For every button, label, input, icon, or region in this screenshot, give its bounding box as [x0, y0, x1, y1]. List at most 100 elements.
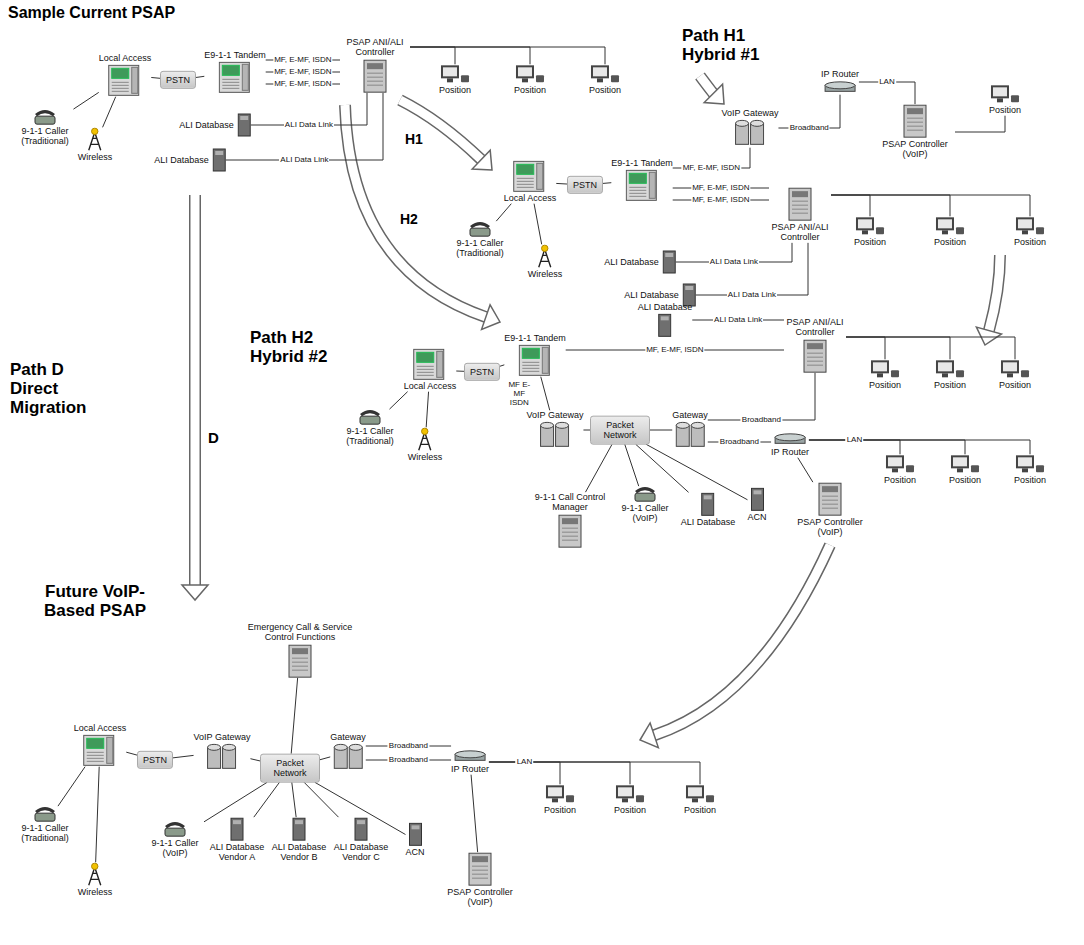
icon-part [562, 539, 578, 540]
icon-part [936, 360, 954, 373]
pos-icon [1015, 454, 1045, 474]
icon-part [522, 349, 539, 359]
line-label: Broadband [719, 437, 760, 446]
arrow-head [704, 84, 724, 104]
controller-node: PSAP Controller (VoIP) [875, 104, 955, 160]
telephone-node: 9-1-1 Caller (Traditional) [14, 806, 76, 844]
link-line [73, 92, 98, 109]
ph-icon [468, 221, 492, 237]
icon-part [223, 745, 236, 751]
icon-part [877, 373, 883, 377]
line-label: MF, E-MF, ISDN [691, 195, 750, 204]
icon-part [907, 118, 923, 119]
link-line [831, 195, 1030, 216]
node-label: IP Router [821, 69, 859, 79]
icon-part [411, 825, 419, 829]
link-line [603, 182, 611, 184]
wireless-tower-node: Wireless [78, 862, 113, 897]
icon-part [1007, 373, 1013, 377]
icon-part [334, 745, 347, 751]
arrow-shaft [400, 100, 481, 160]
icon-part [822, 508, 838, 509]
line-label: Broadband [388, 755, 429, 764]
db-icon [408, 822, 422, 846]
icon-part [1036, 465, 1044, 472]
icon-part [233, 820, 241, 824]
icon-part [956, 370, 964, 377]
icon-part [441, 65, 459, 78]
gateway-node: Gateway [672, 410, 708, 449]
icon-part [792, 213, 808, 214]
link-line [426, 392, 428, 428]
icon-part [1016, 455, 1034, 468]
icon-part [35, 813, 55, 821]
router-node: IP Router [821, 69, 859, 94]
icon-part [661, 317, 669, 321]
ctl-icon [363, 59, 387, 93]
node-label: ALI Database Vendor B [270, 842, 328, 863]
sw-icon [625, 170, 659, 202]
icon-part [422, 428, 428, 434]
link-line [489, 762, 630, 784]
icon-part [1022, 468, 1028, 472]
icon-part [455, 751, 485, 758]
node-label: Local Access [74, 723, 127, 733]
db-icon [701, 492, 715, 516]
icon-part [611, 75, 619, 82]
telephone-node: 9-1-1 Caller (Traditional) [449, 221, 511, 259]
icon-part [546, 785, 564, 798]
db-icon [230, 817, 244, 841]
icon-part [84, 736, 114, 766]
link-line [650, 430, 672, 431]
arrow-shaft [700, 76, 713, 93]
pos-icon [855, 216, 885, 236]
db-icon [237, 113, 251, 137]
icon-part [222, 79, 239, 80]
controller-node: 9-1-1 Call Control Manager [530, 492, 610, 548]
database-node: ACN [405, 822, 424, 857]
icon-part [471, 224, 489, 228]
link-line [585, 444, 612, 492]
icon-part [792, 205, 808, 206]
node-label: 9-1-1 Caller (Traditional) [14, 126, 76, 147]
icon-part [87, 761, 104, 762]
node-label: Wireless [528, 269, 563, 279]
node-label: Gateway [672, 410, 708, 420]
icon-part [364, 60, 386, 92]
icon-part [215, 151, 223, 155]
position-node: Position [999, 359, 1031, 390]
arrow-shaft-outline [654, 545, 830, 735]
db-icon [662, 250, 676, 274]
icon-part [517, 164, 534, 174]
link-line [410, 47, 530, 64]
icon-part [822, 486, 838, 492]
pos-icon [950, 454, 980, 474]
icon-part [822, 504, 838, 505]
node-label: Position [514, 85, 546, 95]
icon-part [807, 360, 823, 361]
line-label: MF, E-MF, ISDN [273, 79, 332, 88]
tw-icon [85, 127, 105, 151]
icon-part [417, 366, 434, 367]
link-line [646, 444, 747, 499]
icon-part [685, 286, 693, 290]
gw-icon [735, 120, 765, 148]
network-band: PSTN [567, 176, 603, 194]
sw-icon [413, 348, 447, 380]
icon-part [562, 531, 578, 532]
icon-part [443, 67, 457, 76]
icon-part [87, 758, 104, 759]
icon-part [165, 828, 185, 836]
icon-part [591, 65, 609, 78]
icon-part [541, 423, 554, 429]
icon-part [618, 787, 632, 796]
link-line [708, 373, 815, 420]
node-label: Position [999, 380, 1031, 390]
icon-part [355, 818, 367, 840]
sw-icon [518, 345, 552, 377]
icon-part [629, 187, 646, 188]
link-line [456, 371, 464, 372]
icon-part [876, 227, 884, 234]
icon-part [357, 820, 365, 824]
icon-part [292, 669, 308, 670]
